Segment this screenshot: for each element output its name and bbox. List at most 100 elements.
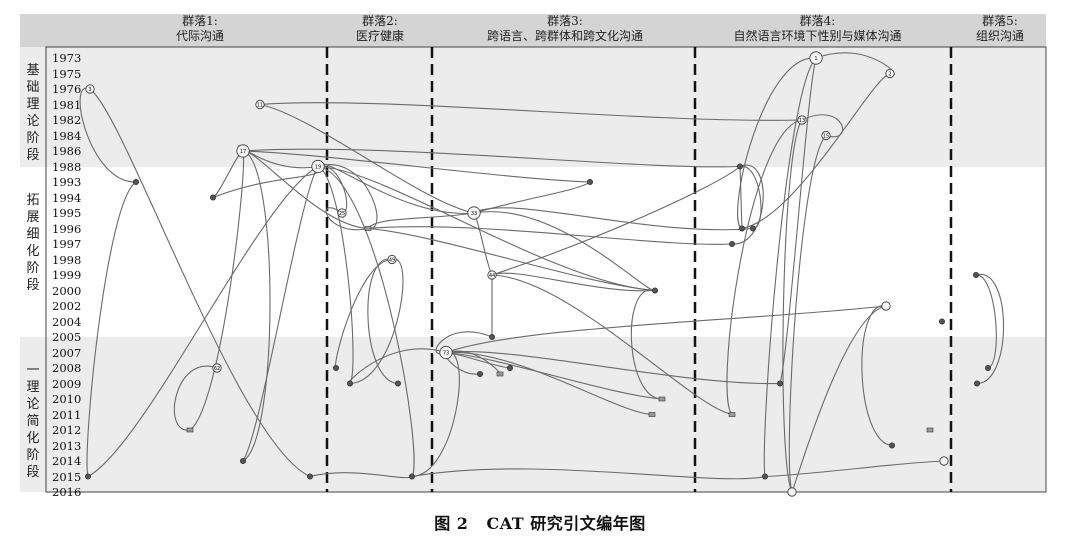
citation-edge bbox=[726, 119, 803, 415]
year-label: 1993 bbox=[52, 175, 82, 189]
citation-node[interactable] bbox=[496, 371, 504, 377]
citation-edge bbox=[317, 165, 656, 292]
citation-node[interactable] bbox=[648, 412, 656, 417]
citation-node[interactable] bbox=[506, 364, 513, 371]
citation-node[interactable] bbox=[926, 427, 934, 433]
citation-node[interactable] bbox=[739, 225, 746, 232]
citation-node[interactable] bbox=[332, 364, 339, 371]
citation-node-label: 17 bbox=[240, 149, 246, 155]
year-label: 1984 bbox=[52, 128, 82, 143]
citation-node[interactable] bbox=[346, 380, 353, 387]
citation-node[interactable] bbox=[889, 442, 896, 449]
citation-node[interactable] bbox=[881, 301, 891, 311]
year-label: 2008 bbox=[52, 361, 82, 375]
citation-node[interactable] bbox=[85, 473, 92, 480]
year-label: 2005 bbox=[52, 330, 82, 344]
stage-label-expansion: 拓展细化阶段 bbox=[26, 193, 40, 293]
citation-node[interactable] bbox=[488, 333, 495, 340]
citation-node[interactable] bbox=[186, 427, 194, 433]
citation-edge bbox=[367, 226, 733, 245]
year-label: 2016 bbox=[52, 485, 82, 499]
year-label: 1999 bbox=[52, 268, 82, 282]
citation-node-label: 73 bbox=[443, 351, 449, 357]
year-label: 2004 bbox=[52, 314, 82, 329]
citation-edge bbox=[367, 227, 656, 292]
citation-node[interactable] bbox=[476, 370, 483, 377]
year-label: 1996 bbox=[52, 221, 82, 236]
year-label: 2007 bbox=[52, 345, 82, 360]
year-label: 2009 bbox=[52, 376, 82, 391]
citation-node[interactable] bbox=[809, 51, 823, 65]
year-label: 2010 bbox=[52, 392, 82, 406]
citation-node[interactable] bbox=[212, 363, 222, 373]
citation-node[interactable] bbox=[337, 208, 347, 218]
citation-node[interactable] bbox=[652, 287, 659, 294]
stage-label-simplification: 一理论简化阶段 bbox=[26, 363, 40, 480]
cluster-2-number: 群落2: bbox=[362, 14, 398, 28]
citation-edge bbox=[491, 166, 741, 276]
citation-node-label: 33 bbox=[471, 211, 477, 217]
citation-edge bbox=[317, 164, 378, 230]
citation-node[interactable] bbox=[762, 473, 769, 480]
citation-node[interactable] bbox=[728, 412, 736, 417]
citation-node[interactable] bbox=[797, 115, 807, 125]
citation-node[interactable] bbox=[737, 163, 744, 170]
cluster-label-3: 群落3: 跨语言、跨群体和跨文化沟通 bbox=[440, 14, 690, 44]
citation-node[interactable] bbox=[85, 84, 95, 94]
citation-node[interactable] bbox=[467, 206, 481, 220]
citation-node[interactable] bbox=[311, 159, 325, 174]
citation-node[interactable] bbox=[777, 380, 784, 387]
citation-edge bbox=[317, 165, 415, 477]
year-label: 1982 bbox=[52, 113, 82, 127]
citation-node[interactable] bbox=[255, 99, 265, 110]
citation-node[interactable] bbox=[821, 130, 831, 141]
citation-edge bbox=[473, 211, 656, 292]
year-label: 1998 bbox=[52, 252, 82, 267]
citation-node-label: 1 bbox=[814, 56, 817, 62]
citation-edge bbox=[242, 150, 591, 183]
citation-node[interactable] bbox=[306, 473, 313, 480]
citation-node[interactable] bbox=[985, 364, 992, 371]
citation-node[interactable] bbox=[387, 254, 397, 265]
citation-node-label: 2 bbox=[888, 72, 891, 78]
citation-node[interactable] bbox=[885, 68, 895, 79]
citation-node[interactable] bbox=[974, 380, 981, 387]
citation-node[interactable] bbox=[364, 226, 372, 231]
year-label: 2012 bbox=[52, 423, 82, 437]
citation-node[interactable] bbox=[132, 178, 139, 185]
citation-node[interactable] bbox=[209, 194, 216, 201]
citation-node[interactable] bbox=[973, 271, 980, 278]
citation-edge bbox=[86, 181, 137, 477]
citation-node[interactable] bbox=[939, 456, 949, 466]
citation-edge bbox=[411, 468, 766, 480]
citation-edge bbox=[861, 305, 893, 447]
citation-edge bbox=[741, 72, 891, 230]
citation-node[interactable] bbox=[787, 487, 797, 497]
year-label: 1995 bbox=[52, 206, 82, 220]
citation-edge bbox=[764, 460, 945, 478]
citation-node[interactable] bbox=[750, 225, 757, 232]
citation-edge bbox=[411, 351, 460, 478]
year-label: 2011 bbox=[52, 407, 82, 422]
cluster-5-topic: 组织沟通 bbox=[975, 29, 1024, 43]
citation-node[interactable] bbox=[487, 270, 497, 280]
citation-node[interactable] bbox=[729, 240, 736, 247]
cluster-3-number: 群落3: bbox=[547, 14, 583, 28]
citation-edge bbox=[445, 351, 663, 400]
citation-node[interactable] bbox=[587, 178, 594, 185]
citation-edge bbox=[491, 274, 733, 416]
cluster-5-number: 群落5: bbox=[982, 14, 1018, 28]
citation-node[interactable] bbox=[239, 457, 246, 464]
stage-label-basic: 基础理论阶段 bbox=[26, 63, 40, 163]
citation-edge bbox=[325, 207, 369, 231]
figure-title: CAT 研究引文编年图 bbox=[486, 514, 646, 533]
citation-node[interactable] bbox=[408, 473, 415, 480]
citation-node[interactable] bbox=[939, 318, 946, 325]
citation-node[interactable] bbox=[236, 144, 250, 158]
citation-node-label: 15 bbox=[823, 134, 829, 140]
citation-node[interactable] bbox=[658, 396, 666, 402]
citation-node[interactable] bbox=[439, 345, 453, 360]
citation-node[interactable] bbox=[394, 380, 401, 387]
year-label: 2013 bbox=[52, 438, 82, 453]
